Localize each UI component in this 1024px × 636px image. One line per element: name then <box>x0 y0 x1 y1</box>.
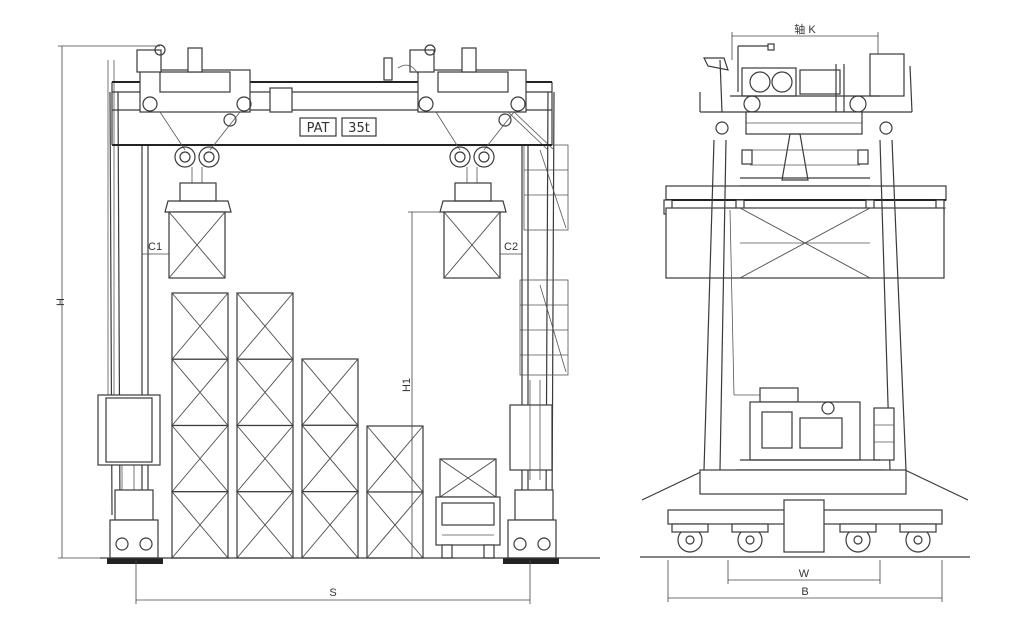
stacked-container <box>171 424 229 493</box>
hanging-container-left <box>168 211 226 279</box>
stacked-container <box>236 491 294 559</box>
plate-box-pat <box>299 117 337 137</box>
dim-c1: C1 <box>142 241 169 255</box>
dim-c1-label: C1 <box>148 241 162 253</box>
plate-label-pat: PAT <box>307 121 330 136</box>
right-leg <box>507 91 557 559</box>
dim-b: B <box>667 560 943 602</box>
stacked-container <box>366 491 424 559</box>
dim-h1-label: H1 <box>401 378 413 392</box>
dim-k-label: 轴 K <box>794 22 816 36</box>
left-ground-plate <box>107 558 163 564</box>
truck <box>435 458 501 559</box>
side-container <box>665 207 945 279</box>
right-trolley <box>383 44 527 213</box>
dim-b-label: B <box>801 586 808 598</box>
dim-s: S <box>135 560 531 604</box>
right-leg-stairs <box>505 109 569 480</box>
plate-box-capacity <box>341 117 377 137</box>
stacked-container <box>366 425 424 493</box>
plate-label-capacity: 35t <box>348 121 370 136</box>
dim-h1: H1 <box>401 211 444 558</box>
side-sill-beam <box>667 469 943 553</box>
stacked-container <box>171 358 229 427</box>
dim-c2-label: C2 <box>504 241 518 253</box>
left-trolley <box>136 44 252 213</box>
stacked-container <box>236 292 294 360</box>
dim-c2: C2 <box>500 241 522 255</box>
side-power-unit <box>736 401 895 471</box>
container-stacks <box>171 292 424 559</box>
hanging-container-right <box>443 211 501 279</box>
stacked-container <box>236 358 294 427</box>
side-view: 轴 K <box>640 22 970 602</box>
dim-h-label: H <box>55 298 67 306</box>
stacked-container <box>301 424 359 493</box>
dim-w-label: W <box>799 568 810 580</box>
stacked-container <box>236 424 294 493</box>
stacked-container <box>301 491 359 559</box>
stacked-container <box>171 491 229 559</box>
dim-w: W <box>727 560 881 584</box>
front-view: PAT 35t <box>55 44 600 604</box>
dim-s-label: S <box>329 587 336 599</box>
right-ground-plate <box>503 558 559 564</box>
stacked-container <box>301 358 359 426</box>
side-wheels <box>671 523 937 553</box>
side-top-machinery: 轴 K <box>699 22 913 187</box>
left-leg <box>97 60 161 559</box>
dim-h: H <box>55 45 160 559</box>
stacked-container <box>171 292 229 360</box>
